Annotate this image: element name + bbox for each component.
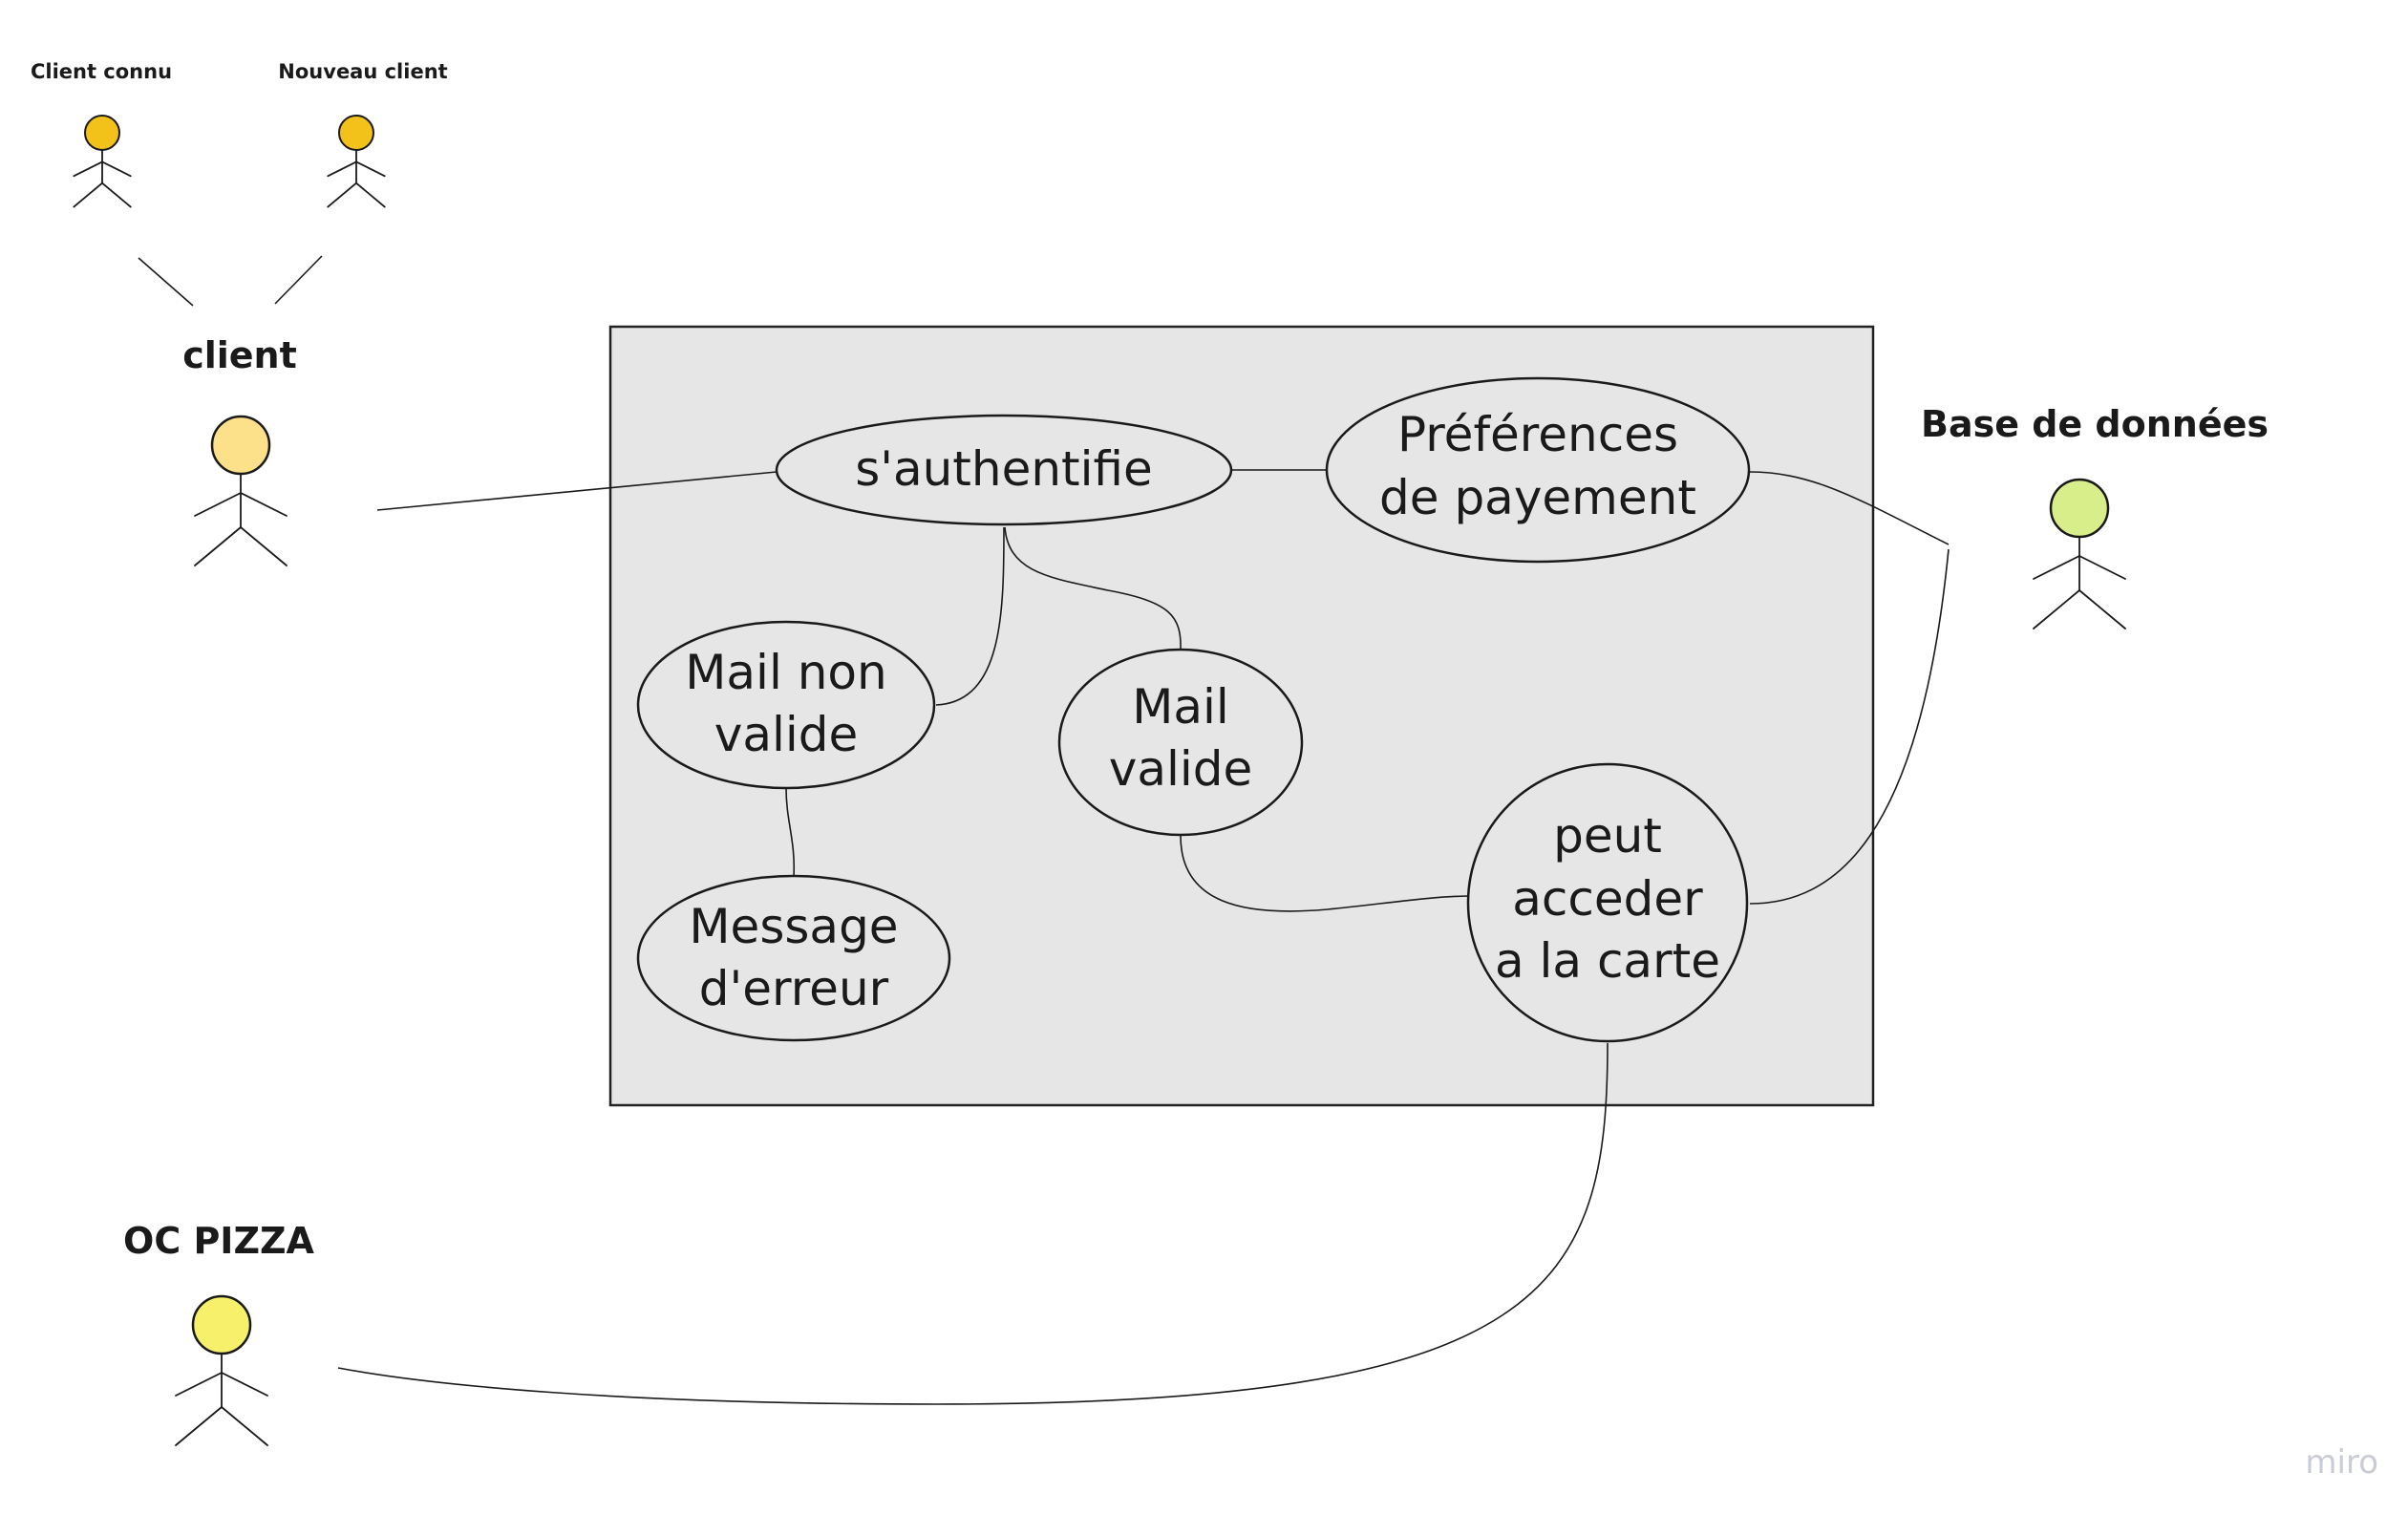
actor-label: client [182,334,297,376]
use-case-mail-non-valide: Mail non valide [636,620,936,790]
link-mail-valide-peut-acceder [1180,835,1472,912]
actor-leg [2078,589,2126,629]
use-case-label: peut [1553,808,1662,864]
actor-head [210,415,271,476]
actor-arm [240,492,288,517]
use-case-label: acceder [1512,871,1703,927]
ellipse-mail-valide [1057,648,1304,837]
ellipse-preferences [1325,376,1751,564]
actor-head [191,1294,252,1355]
link-sauthentifie-mail-non-valide [935,526,1005,706]
actor-label: OC PIZZA [123,1220,315,1262]
actor-arm [2078,555,2126,580]
association-peut-acceder-base-de-donnees [1749,548,1950,905]
use-case-sauthentifie: s'authentifie [775,414,1233,526]
ellipse-peut-acceder [1466,762,1749,1043]
actor-client: client [182,334,297,566]
link-mail-non-valide-message [785,787,796,878]
actor-leg [327,181,357,208]
actor-arm [221,1372,268,1397]
actor-label: Client connu [31,60,172,83]
association-peut-acceder-oc-pizza [337,1042,1609,1405]
actor-arm [355,160,386,178]
actor-leg [2033,589,2080,629]
generalization-line-client-connu [138,257,194,307]
actor-label: Nouveau client [278,60,447,83]
actor-arm [194,492,242,517]
actor-arm [2033,555,2080,580]
stick-figure-icon [194,415,288,566]
use-case-label: Message [689,899,898,954]
use-case-label: valide [1109,741,1253,797]
use-case-label: Préférences [1397,407,1678,462]
actor-arm [175,1372,223,1397]
stick-figure-icon [175,1294,268,1446]
use-case-label: Mail non [685,645,886,700]
use-case-label: valide [714,707,859,762]
miro-watermark: miro [2305,1443,2378,1482]
actor-head [84,115,120,151]
actor-oc-pizza: OC PIZZA [123,1220,315,1446]
use-case-label: Mail [1132,679,1229,735]
actor-leg [101,181,132,208]
ellipse-message-erreur [636,874,951,1042]
actor-leg [175,1406,223,1446]
actor-head [2049,478,2110,539]
actor-head [338,115,374,151]
actor-arm [73,160,103,178]
use-case-label: de payement [1379,470,1696,525]
link-sauthentifie-mail-valide [1004,526,1182,651]
use-case-label: s'authentifie [855,441,1153,497]
generalization-line-nouveau-client [274,255,323,305]
ellipse-mail-non-valide [636,620,936,790]
actor-nouveau-client: Nouveau client [278,60,448,208]
actor-client-connu: Client connu [31,60,172,208]
actor-label: Base de données [1921,403,2269,445]
stick-figure-icon [73,115,132,208]
use-case-label: a la carte [1495,933,1720,989]
ellipse-sauthentifie [775,414,1233,526]
actor-leg [240,526,288,566]
actor-arm [327,160,357,178]
stick-figure-icon [327,115,386,208]
use-case-peut-acceder-a-la-carte: peut acceder a la carte [1466,762,1749,1043]
association-preferences-base-de-donnees [1749,471,1950,545]
association-client-sauthentifie [376,471,778,511]
use-case-message-erreur: Message d'erreur [636,874,951,1042]
use-case-mail-valide: Mail valide [1057,648,1304,837]
actor-leg [355,181,386,208]
use-case-label: d'erreur [699,961,889,1016]
use-case-preferences-de-payement: Préférences de payement [1325,376,1751,564]
connectors [138,255,1950,1405]
actor-leg [194,526,242,566]
actor-leg [221,1406,268,1446]
use-cases: s'authentifie Préférences de payement Ma… [636,376,1751,1043]
stick-figure-icon [2033,478,2126,629]
actor-arm [101,160,132,178]
actor-leg [73,181,103,208]
actor-base-de-donnees: Base de données [1921,403,2269,629]
